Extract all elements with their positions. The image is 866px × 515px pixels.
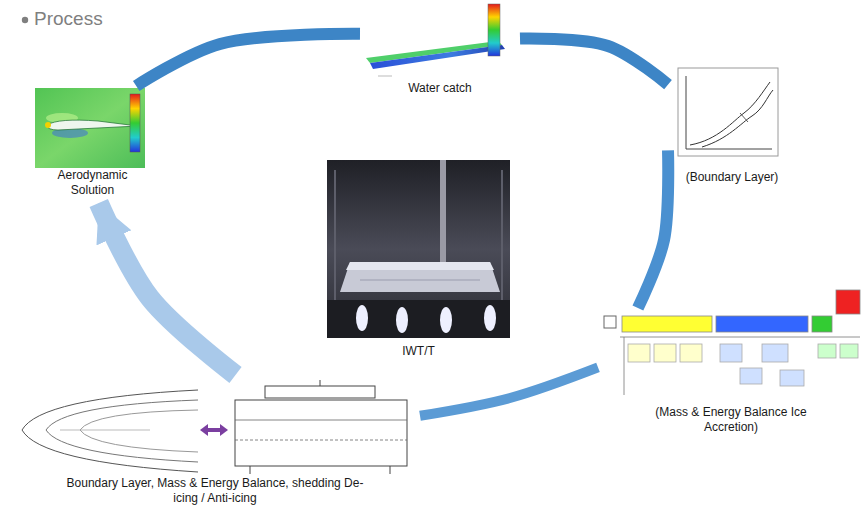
cycle-arrow xyxy=(136,34,360,86)
slide-title: Process xyxy=(34,8,103,30)
stage-figure: IWT/T xyxy=(325,158,512,364)
aerodynamic-field-figure xyxy=(35,88,145,168)
label-group: (Boundary Layer) xyxy=(686,170,779,184)
label-group: Boundary Layer, Mass & Energy Balance, s… xyxy=(65,476,365,505)
stage-figure: Water catch xyxy=(360,5,520,101)
icing-tunnel-photo xyxy=(327,160,510,338)
cycle-arrow xyxy=(420,367,598,415)
water-catch-figure xyxy=(366,4,505,76)
stage-figure: Aerodynamic Solution xyxy=(30,86,155,203)
boundary-layer-graph xyxy=(678,68,778,156)
stage-figure: (Boundary Layer) xyxy=(668,66,796,190)
label-group: IWT/T xyxy=(402,344,435,358)
cycle-arrow xyxy=(520,39,668,85)
stage-figure: Boundary Layer, Mass & Energy Balance, s… xyxy=(10,375,420,511)
stage-label: (Mass & Energy Balance Ice Accretion) xyxy=(649,405,814,434)
stage-label: IWT/T xyxy=(402,344,435,358)
cycle-arrow xyxy=(638,150,668,308)
label-group: Water catch xyxy=(408,81,472,95)
label-group: Aerodynamic Solution xyxy=(40,168,145,197)
stage-label: Water catch xyxy=(408,81,472,95)
label-group: (Mass & Energy Balance Ice Accretion) xyxy=(649,405,814,434)
cycle-arrow xyxy=(99,203,236,375)
stage-label: (Boundary Layer) xyxy=(686,170,779,184)
stage-figure: (Mass & Energy Balance Ice Accretion) xyxy=(598,308,864,440)
deicing-drawings xyxy=(22,380,407,474)
title-bullet xyxy=(22,17,28,23)
stage-label: Aerodynamic Solution xyxy=(40,168,145,197)
stage-label: Boundary Layer, Mass & Energy Balance, s… xyxy=(65,476,365,505)
